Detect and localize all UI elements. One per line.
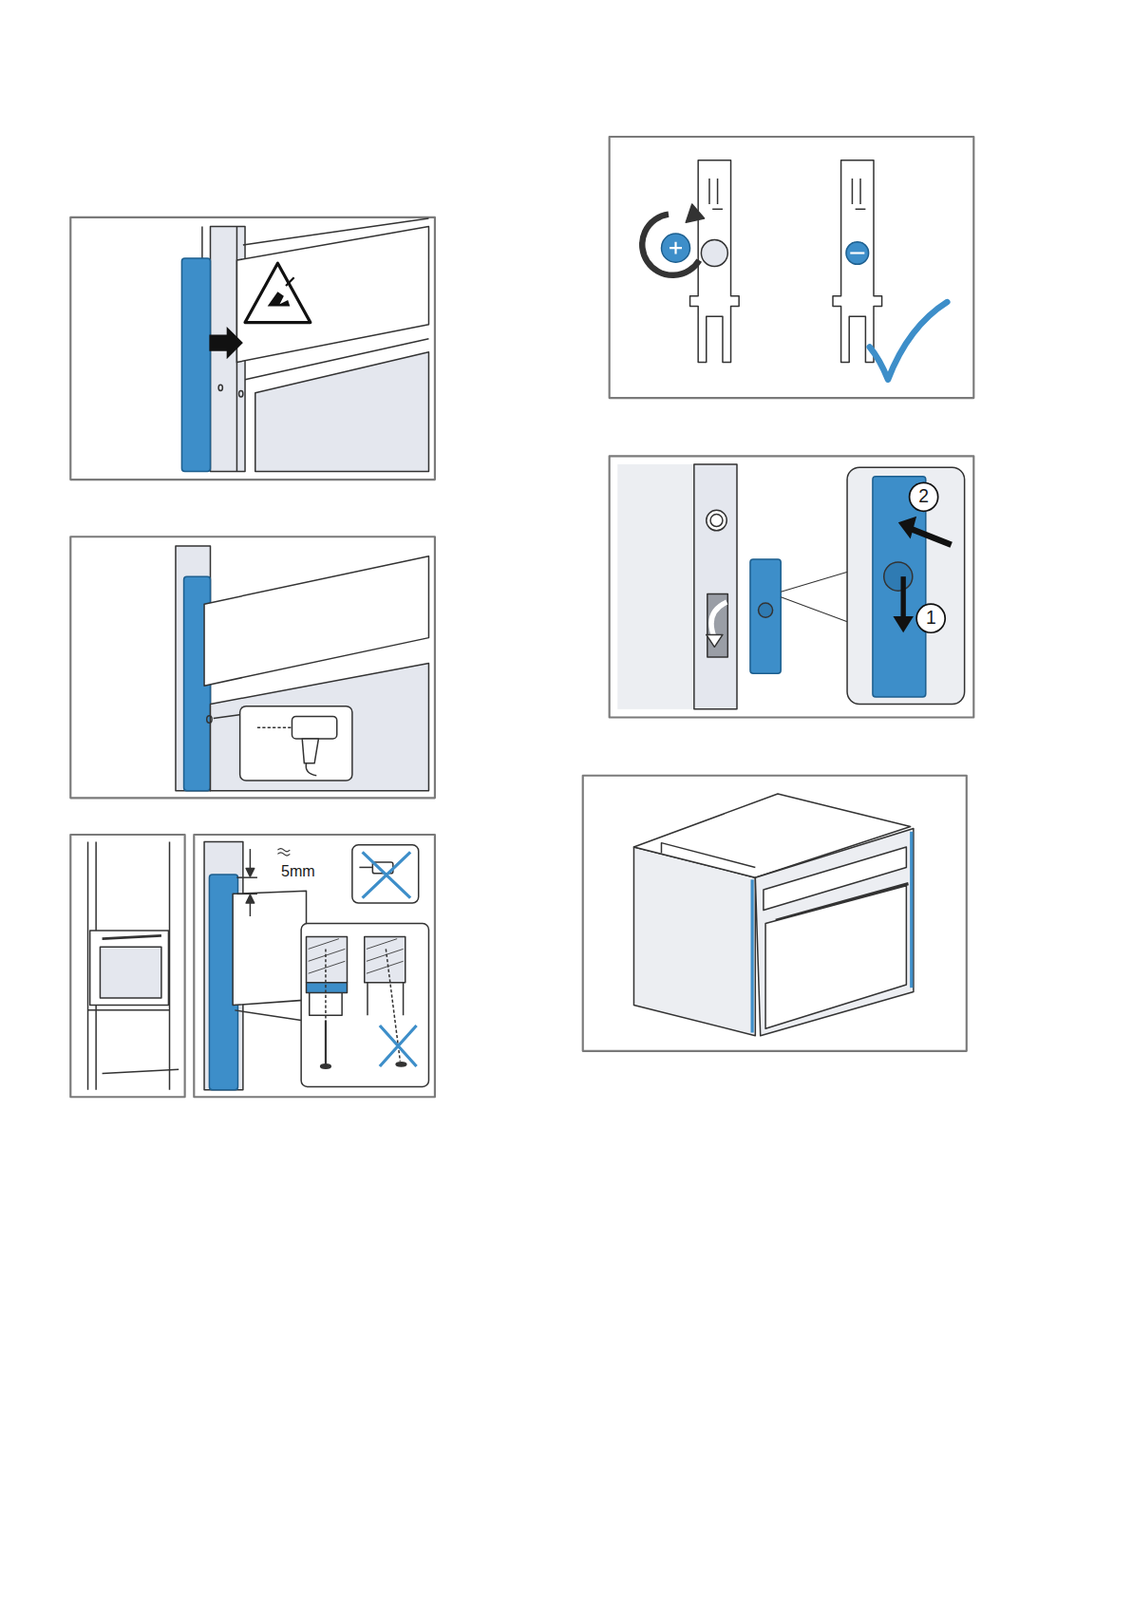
callout-number: 2 xyxy=(918,488,929,507)
callout-number: 1 xyxy=(925,609,937,628)
dimension-label: 5mm xyxy=(281,863,316,879)
